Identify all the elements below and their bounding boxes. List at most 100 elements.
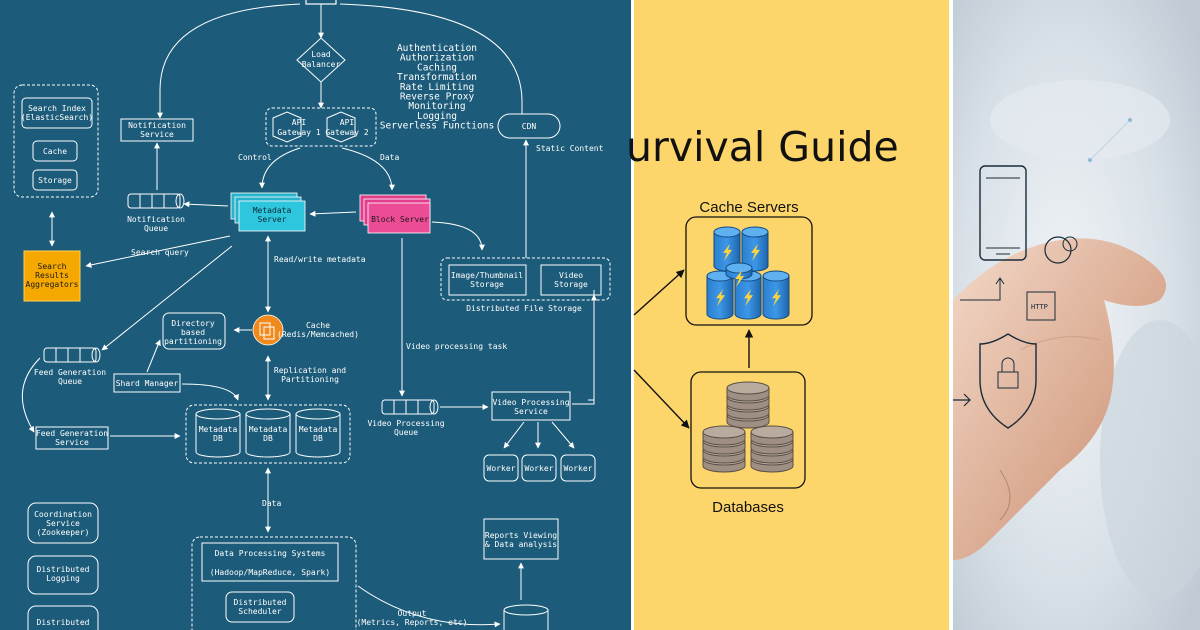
network-line bbox=[1089, 119, 1131, 161]
text-line: Service bbox=[55, 438, 89, 447]
text-line: Authentication bbox=[397, 43, 477, 54]
text-line: Distributed bbox=[37, 565, 90, 574]
text-line: DB bbox=[213, 434, 223, 443]
hand-image bbox=[953, 238, 1167, 560]
edge-metadata-notifqueue bbox=[183, 201, 229, 208]
phone-icon bbox=[979, 165, 1027, 261]
lightning-icon bbox=[716, 289, 725, 307]
text-line: Replication and bbox=[274, 366, 346, 375]
edge-shard-directory bbox=[146, 339, 161, 373]
reports-label: Reports Viewing& Data analysis bbox=[485, 531, 557, 549]
search-cache-label: Cache bbox=[43, 147, 67, 156]
lightning-icon bbox=[744, 289, 753, 307]
worker-2: Worker bbox=[521, 454, 557, 482]
shard-manager-node: Shard Manager bbox=[113, 373, 181, 393]
lightning-icon bbox=[772, 289, 781, 307]
text-line: Output bbox=[398, 609, 427, 618]
text-line: API bbox=[340, 118, 355, 127]
worker-1: Worker bbox=[483, 454, 519, 482]
text-line: Service bbox=[46, 519, 80, 528]
text-line: Partitioning bbox=[281, 375, 339, 384]
video-task-label: Video processing task bbox=[406, 342, 507, 351]
text-line: Video bbox=[559, 271, 583, 280]
data-top-label: Data bbox=[380, 153, 399, 162]
http-label: HTTP bbox=[1031, 303, 1048, 311]
text-line: Gateway 2 bbox=[325, 128, 369, 137]
text-line: API bbox=[292, 118, 307, 127]
cache-servers-label: Cache Servers bbox=[699, 199, 798, 216]
databases-label: Databases bbox=[712, 499, 784, 516]
database-stack-top bbox=[726, 381, 770, 429]
shield-lock-icon bbox=[979, 333, 1037, 429]
lightning-icon bbox=[751, 243, 760, 261]
edge-gateway-block bbox=[341, 147, 395, 191]
text-line: based bbox=[181, 328, 205, 337]
text-line: (Metrics, Reports, etc) bbox=[357, 618, 468, 627]
edge-shard-db bbox=[181, 383, 239, 401]
text-line: Search Index bbox=[28, 104, 86, 113]
shard-manager-label: Shard Manager bbox=[116, 379, 179, 388]
search-index-label: Search Index(ElasticSearch) bbox=[21, 104, 93, 122]
cache-cylinder-1 bbox=[713, 226, 741, 272]
cache-redis-label: Cache(Redis/Memcached) bbox=[277, 321, 359, 339]
text-line: Serverless Functions bbox=[380, 121, 494, 132]
lightning-icon bbox=[723, 243, 732, 261]
separator-1 bbox=[631, 0, 634, 630]
text-line: Directory bbox=[171, 319, 215, 328]
chat-bubble-icon bbox=[1044, 236, 1078, 264]
text-line: Reverse Proxy bbox=[400, 92, 475, 103]
cache-cylinder-2 bbox=[741, 226, 769, 272]
left-panel-background bbox=[0, 0, 631, 630]
control-label: Control bbox=[238, 153, 272, 162]
edge-block-filestorage bbox=[431, 221, 485, 251]
distributed-tracing-label: Distributed bbox=[37, 618, 90, 627]
survival-guide-title: urvival Guide bbox=[626, 123, 899, 171]
text-line: Service bbox=[514, 407, 548, 416]
text-line: Gateway 1 bbox=[277, 128, 321, 137]
edge-app-cache bbox=[633, 269, 685, 316]
text-line: Queue bbox=[394, 428, 418, 437]
edge-feedqueue-feedservice bbox=[21, 357, 41, 433]
worker-1-label: Worker bbox=[487, 464, 516, 473]
block-server-node: Block Server bbox=[359, 194, 431, 234]
text-line: & Data analysis bbox=[485, 540, 557, 549]
text-line: Feed Generation bbox=[36, 429, 108, 438]
text-line: Distributed bbox=[234, 598, 287, 607]
edge-client-right bbox=[339, 3, 523, 101]
text-line: Results bbox=[35, 271, 69, 280]
text-line: Metadata bbox=[249, 425, 288, 434]
hadoop-label: (Hadoop/MapReduce, Spark) bbox=[210, 568, 330, 577]
search-index-group: Search Index(ElasticSearch) Cache Storag… bbox=[13, 84, 99, 198]
text-line: Cache bbox=[306, 321, 330, 330]
text-line: Metadata bbox=[299, 425, 338, 434]
edge-app-db bbox=[633, 369, 690, 429]
text-line: (Zookeeper) bbox=[37, 528, 90, 537]
text-line: Load bbox=[311, 50, 330, 59]
text-line: Aggregators bbox=[26, 280, 79, 289]
